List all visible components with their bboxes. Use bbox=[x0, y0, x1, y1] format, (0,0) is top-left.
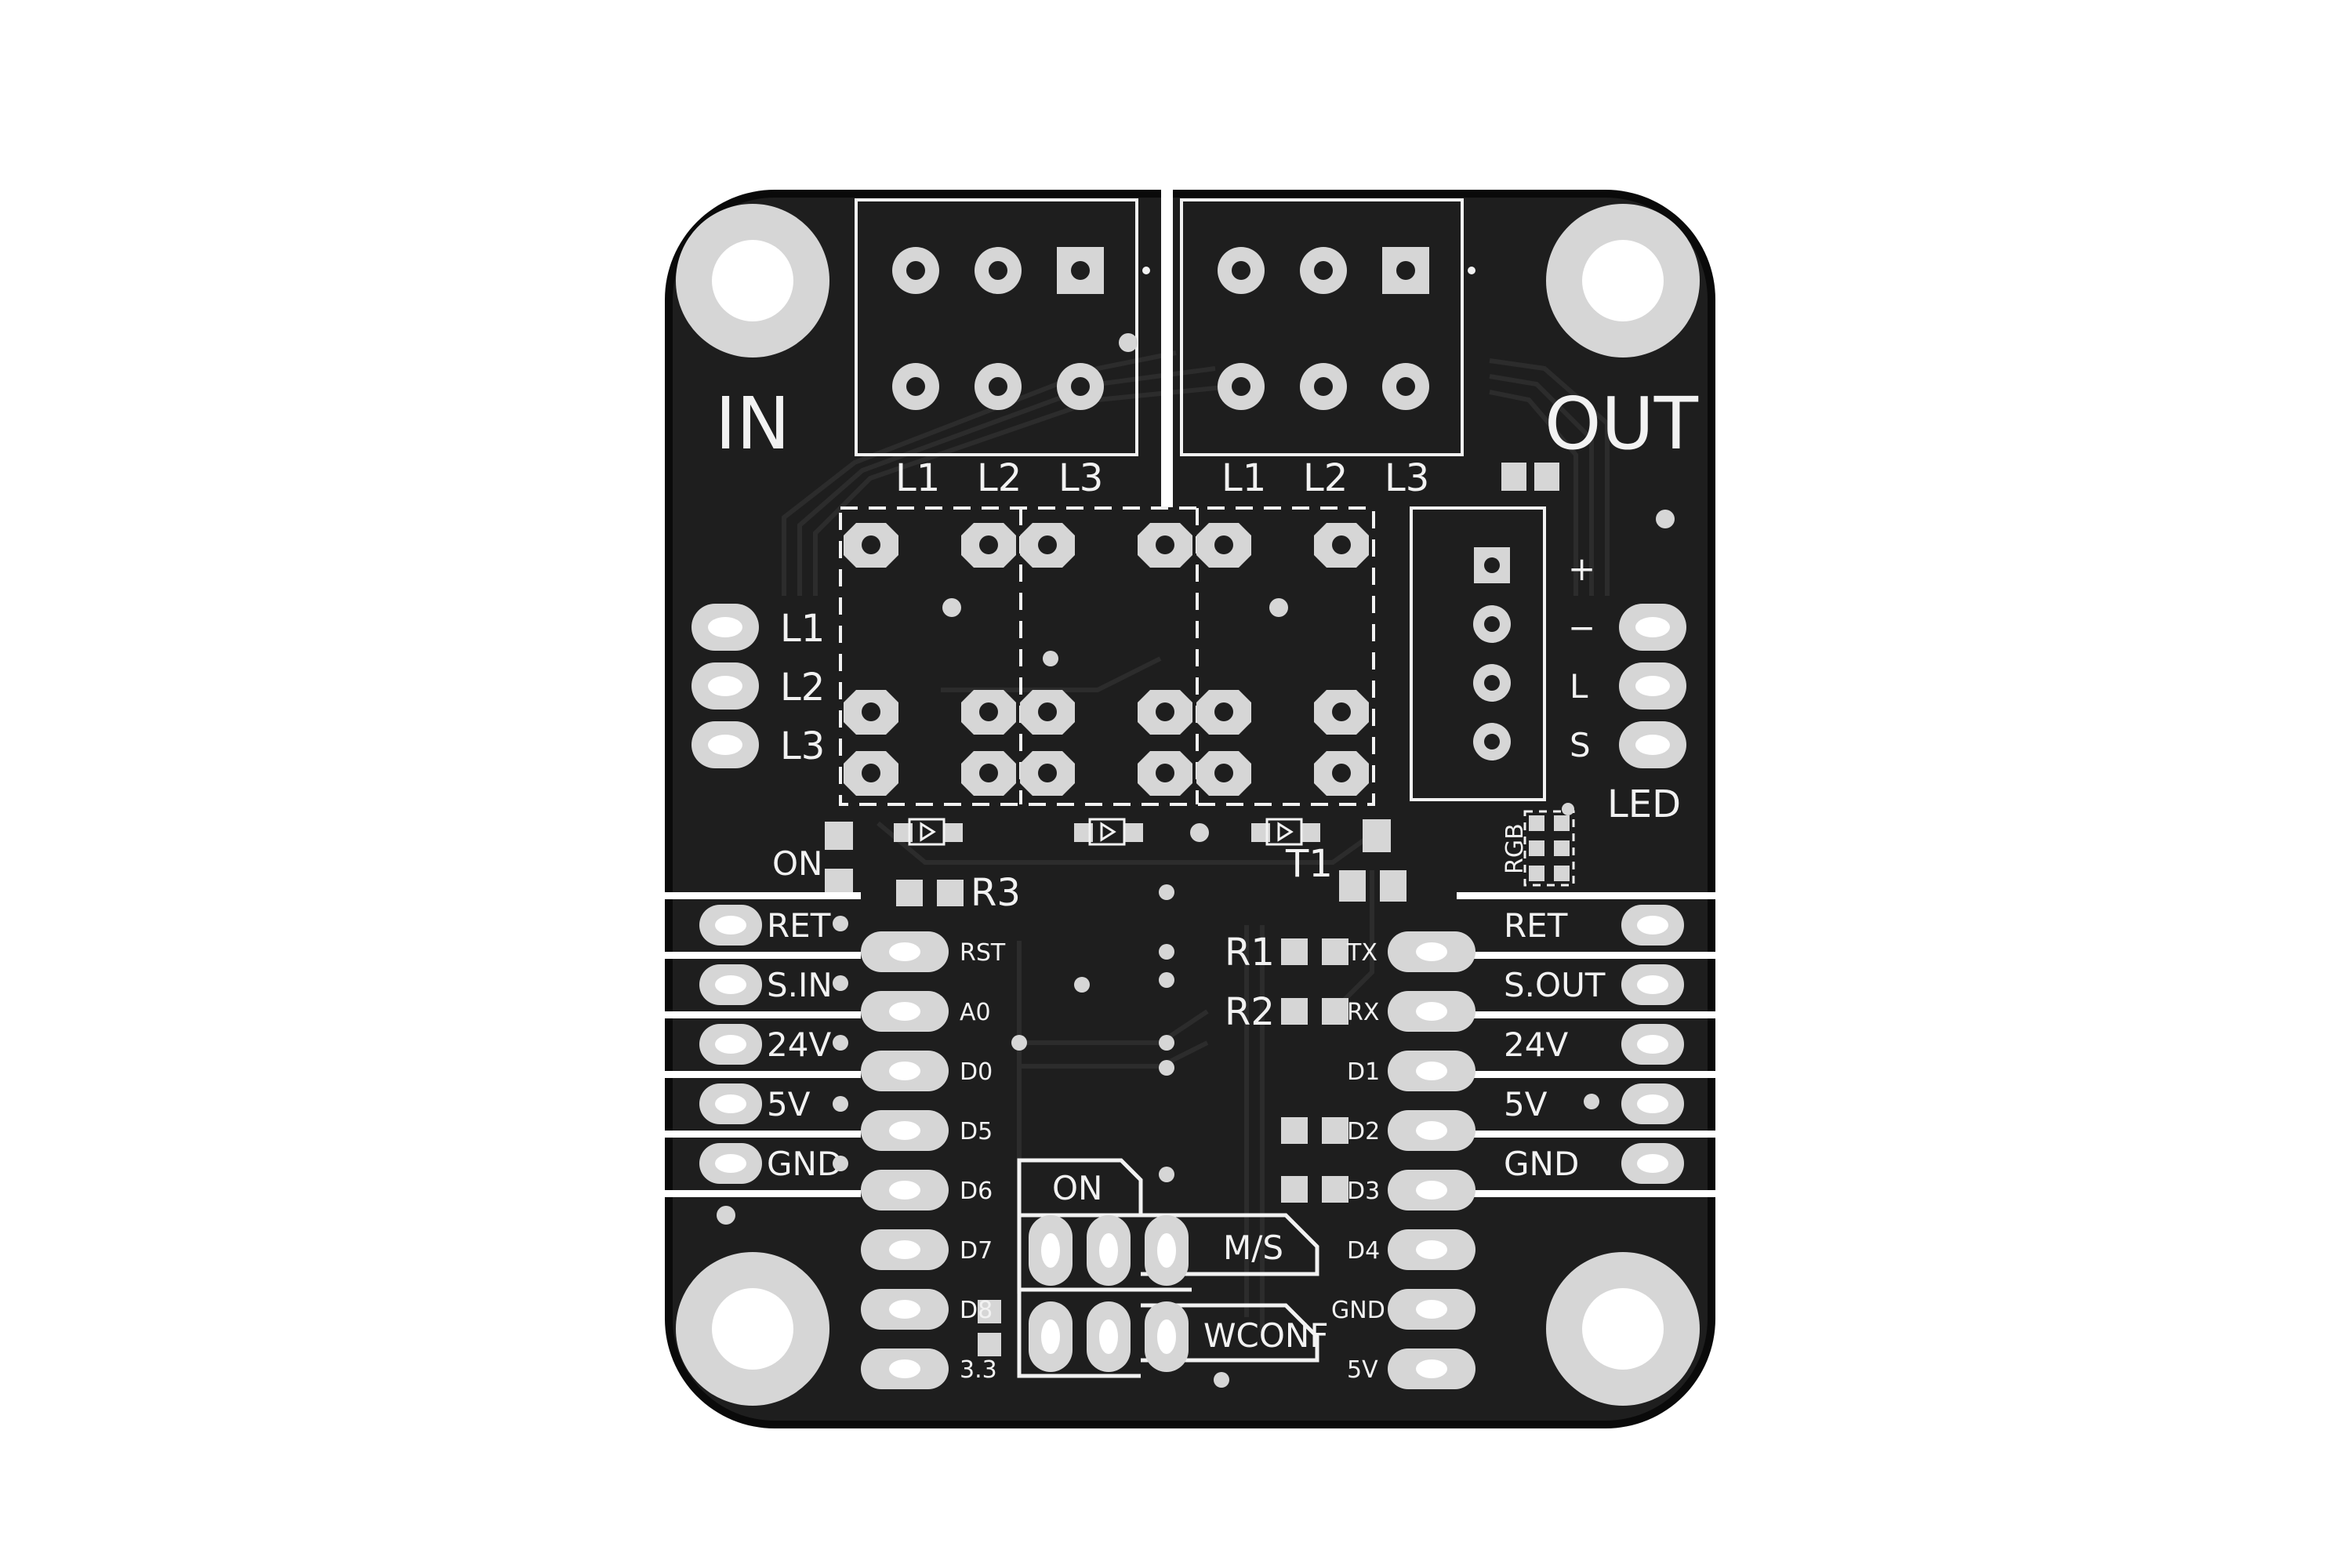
out-label-l1: L1 bbox=[1221, 456, 1266, 500]
mcu-pin-tx: TX bbox=[1346, 939, 1377, 967]
out-heading: OUT bbox=[1544, 382, 1699, 466]
left-bus-gnd: GND bbox=[767, 1145, 842, 1183]
right-bus-lines bbox=[1457, 892, 1715, 1197]
smd-parts bbox=[825, 463, 1570, 1356]
led-header: + − L S bbox=[1410, 506, 1595, 801]
right-bus-24v: 24V bbox=[1504, 1025, 1568, 1064]
led-marks bbox=[908, 810, 1575, 887]
in-label-l1: L1 bbox=[895, 456, 940, 500]
right-bus-gnd: GND bbox=[1504, 1145, 1579, 1183]
board-slot bbox=[1161, 190, 1173, 507]
mcu-pin-d7: D7 bbox=[960, 1237, 993, 1265]
out-connector: L1 L2 L3 bbox=[1180, 198, 1475, 500]
mcu-pin-rx: RX bbox=[1347, 999, 1379, 1026]
left-bus-sin: S.IN bbox=[767, 966, 833, 1004]
left-line-label-l2: L2 bbox=[780, 666, 825, 710]
label-t1: T1 bbox=[1285, 842, 1333, 886]
mcu-pin-d0: D0 bbox=[960, 1058, 993, 1086]
mcu-pin-d6: D6 bbox=[960, 1178, 993, 1205]
mcu-pin-5v: 5V bbox=[1347, 1356, 1378, 1384]
jumper-wconf-label: WCONF bbox=[1203, 1316, 1329, 1355]
in-label-l3: L3 bbox=[1058, 456, 1103, 500]
left-bus-5v: 5V bbox=[767, 1085, 811, 1123]
left-line-label-l3: L3 bbox=[780, 724, 825, 768]
mcu-left-pads bbox=[861, 931, 949, 1389]
mcu-pin-a0: A0 bbox=[960, 999, 991, 1026]
led-label-minus: − bbox=[1568, 608, 1595, 647]
mcu-pin-d4: D4 bbox=[1347, 1237, 1380, 1265]
vias bbox=[717, 333, 1675, 1388]
left-bus-24v: 24V bbox=[767, 1025, 831, 1064]
led-heading: LED bbox=[1607, 782, 1681, 826]
left-line-terminal: L1 L2 L3 bbox=[691, 604, 825, 768]
mcu-pin-d3: D3 bbox=[1347, 1178, 1380, 1205]
label-rgb: RGB bbox=[1501, 823, 1529, 874]
led-label-s: S bbox=[1570, 726, 1591, 764]
mcu-pin-3v3: 3.3 bbox=[960, 1356, 997, 1384]
jumper-block: ON M/S WCONF bbox=[1017, 1158, 1329, 1378]
led-label-l: L bbox=[1570, 667, 1588, 706]
right-led-terminal: LED bbox=[1607, 604, 1686, 826]
right-bus-5v: 5V bbox=[1504, 1085, 1548, 1123]
mcu-pin-d8: D8 bbox=[960, 1297, 993, 1324]
right-bus-sout: S.OUT bbox=[1504, 966, 1606, 1004]
jumper-on-label: ON bbox=[1052, 1169, 1102, 1207]
jumper-ms-label: M/S bbox=[1223, 1229, 1283, 1267]
label-r3: R3 bbox=[971, 871, 1021, 915]
mcu-pin-d1: D1 bbox=[1347, 1058, 1380, 1086]
mounting-holes bbox=[676, 204, 1700, 1406]
label-r2: R2 bbox=[1225, 990, 1275, 1034]
right-bus-ret: RET bbox=[1504, 906, 1568, 945]
mcu-pin-rst: RST bbox=[960, 939, 1006, 967]
in-heading: IN bbox=[715, 382, 790, 466]
mcu-pin-d2: D2 bbox=[1347, 1118, 1380, 1145]
mcu-pin-d5: D5 bbox=[960, 1118, 993, 1145]
in-label-l2: L2 bbox=[977, 456, 1022, 500]
label-on-led: ON bbox=[772, 844, 822, 883]
label-r1: R1 bbox=[1225, 931, 1275, 975]
left-line-label-l1: L1 bbox=[780, 607, 825, 651]
led-label-plus: + bbox=[1568, 550, 1595, 588]
relay-block bbox=[839, 506, 1375, 806]
out-label-l2: L2 bbox=[1303, 456, 1348, 500]
mcu-pin-gnd: GND bbox=[1331, 1297, 1385, 1324]
out-label-l3: L3 bbox=[1385, 456, 1429, 500]
left-bus-lines bbox=[665, 892, 861, 1197]
board-surface bbox=[673, 198, 1708, 1421]
left-bus-ret: RET bbox=[767, 906, 831, 945]
in-connector: L1 L2 L3 bbox=[855, 198, 1150, 500]
